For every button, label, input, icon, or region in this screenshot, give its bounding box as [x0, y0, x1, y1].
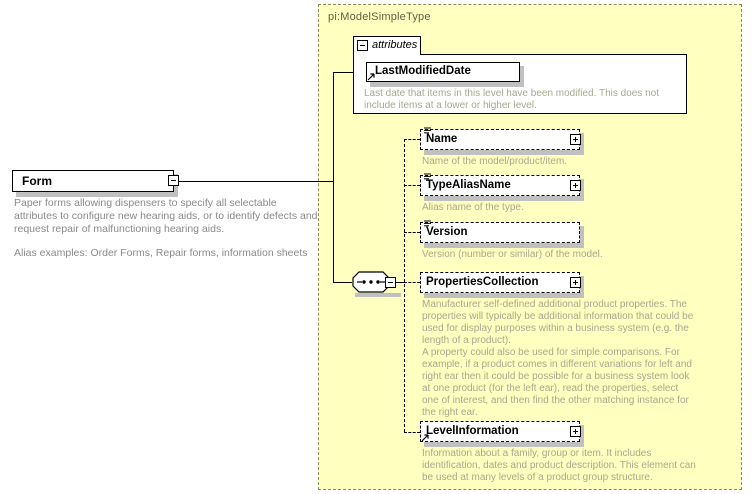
- attribute-label-lastmodifieddate: LastModifiedDate: [375, 65, 471, 77]
- attribute-ref-arrow-icon: [367, 73, 375, 81]
- element-label-name: Name: [426, 133, 458, 145]
- connector-branch-typealiasname: [404, 185, 420, 186]
- element-description-form: Paper forms allowing dispensers to speci…: [14, 197, 318, 260]
- attribute-box-lastmodifieddate[interactable]: [366, 62, 520, 82]
- element-box-shadow-propertiescollection: [424, 293, 584, 298]
- element-box-shadow-right-levelinformation: [580, 425, 584, 442]
- connector-branch-propertiescollection: [404, 282, 420, 283]
- connector-trunk-vertical: [333, 72, 334, 282]
- collapse-toggle-form[interactable]: [168, 175, 179, 186]
- element-box-shadow-right-name: [580, 133, 584, 150]
- element-sequence-icon-name: [424, 127, 431, 134]
- element-sequence-icon-typealiasname: [424, 173, 431, 180]
- element-sequence-icon-version: [424, 220, 431, 227]
- connector-to-sequence: [333, 282, 352, 283]
- connector-form-to-type: [179, 181, 319, 182]
- expand-toggle-name[interactable]: [570, 134, 581, 145]
- schema-type-title: pi:ModelSimpleType: [328, 11, 431, 23]
- element-box-shadow-levelinformation: [424, 442, 584, 447]
- sequence-node-shadow: [355, 293, 401, 297]
- collapse-toggle-sequence[interactable]: [385, 277, 396, 288]
- element-ref-arrow-icon-levelinformation: [421, 434, 429, 442]
- element-label-version: Version: [426, 226, 468, 238]
- expand-toggle-typealiasname[interactable]: [570, 180, 581, 191]
- element-label-propertiescollection: PropertiesCollection: [426, 276, 539, 288]
- form-description-paragraph-2: Alias examples: Order Forms, Repair form…: [14, 247, 308, 259]
- element-description-name: Name of the model/product/item.: [422, 156, 568, 167]
- expand-toggle-propertiescollection[interactable]: [570, 277, 581, 288]
- form-description-paragraph-1: Paper forms allowing dispensers to speci…: [14, 197, 318, 235]
- connector-trunk-entry: [319, 181, 334, 182]
- element-box-shadow-name: [424, 150, 584, 155]
- element-box-shadow-typealiasname: [424, 196, 584, 201]
- element-description-typealiasname: Alias name of the type.: [422, 202, 524, 213]
- element-box-shadow-right-typealiasname: [580, 179, 584, 196]
- connector-sequence-to-children: [396, 282, 404, 283]
- element-box-shadow-right-propertiescollection: [580, 276, 584, 293]
- element-description-version: Version (number or similar) of the model…: [422, 249, 603, 260]
- element-box-shadow-version: [424, 243, 584, 248]
- collapse-toggle-attributes[interactable]: [357, 40, 368, 51]
- attributes-group-label: attributes: [372, 39, 418, 51]
- element-description-propertiescollection: Manufacturer self-defined additional pro…: [422, 299, 694, 346]
- element-box-version[interactable]: [420, 222, 580, 243]
- element-label-form: Form: [22, 174, 52, 188]
- connector-children-trunk: [404, 139, 405, 432]
- connector-branch-levelinformation: [404, 432, 420, 433]
- attribute-box-shadow-right: [520, 66, 524, 82]
- connector-branch-version: [404, 232, 420, 233]
- sequence-node-icon[interactable]: [351, 271, 399, 293]
- attributes-group-tab[interactable]: [353, 36, 421, 55]
- element-label-typealiasname: TypeAliasName: [426, 179, 511, 191]
- form-box-shadow: [16, 192, 178, 197]
- attribute-description-lastmodifieddate: Last date that items in this level have …: [364, 88, 659, 111]
- expand-toggle-levelinformation[interactable]: [570, 426, 581, 437]
- attribute-box-shadow: [370, 82, 524, 87]
- element-description2-propertiescollection: A property could also be used for simple…: [422, 347, 692, 418]
- connector-branch-name: [404, 139, 420, 140]
- element-label-levelinformation: LevelInformation: [426, 425, 519, 437]
- element-description-levelinformation: Information about a family, group or ite…: [422, 448, 696, 483]
- connector-to-attributes: [333, 72, 367, 73]
- element-box-shadow-right-version: [580, 226, 584, 243]
